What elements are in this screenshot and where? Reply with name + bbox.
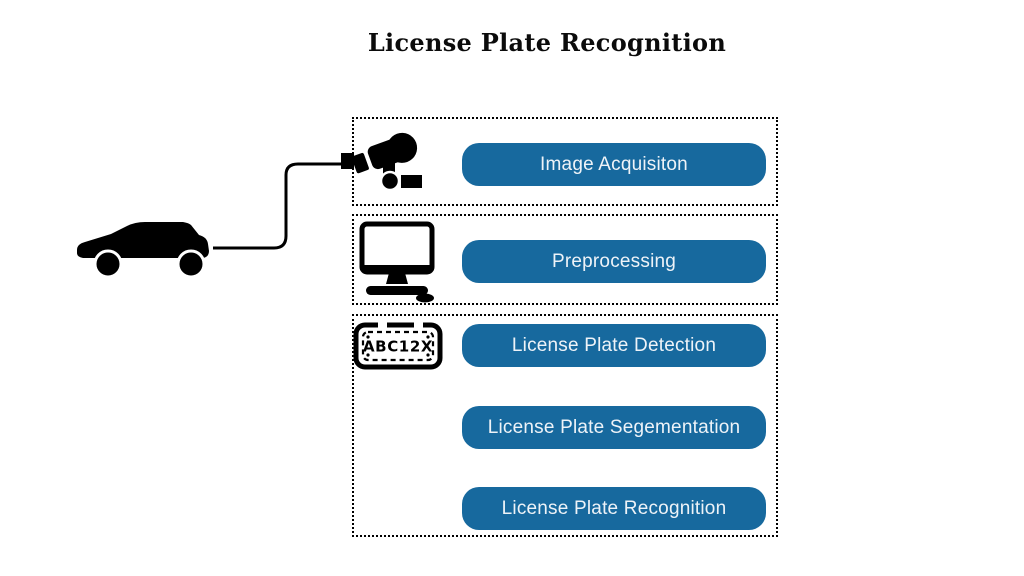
license-plate-text: ABC12X xyxy=(363,338,433,356)
page-title: License Plate Recognition xyxy=(367,28,727,57)
license-plate-icon: ABC12X xyxy=(353,320,443,370)
node-license-plate-segmentation: License Plate Segementation xyxy=(462,406,766,449)
node-image-acquisition: Image Acquisiton xyxy=(462,143,766,186)
node-license-plate-recognition: License Plate Recognition xyxy=(462,487,766,530)
stage-frame-preprocessing xyxy=(352,214,778,305)
computer-monitor-icon xyxy=(359,221,435,303)
cctv-camera-icon xyxy=(341,132,424,192)
car-icon xyxy=(77,222,209,279)
node-license-plate-detection: License Plate Detection xyxy=(462,324,766,367)
stage-frame-recognition-pipeline xyxy=(352,314,778,537)
node-preprocessing: Preprocessing xyxy=(462,240,766,283)
